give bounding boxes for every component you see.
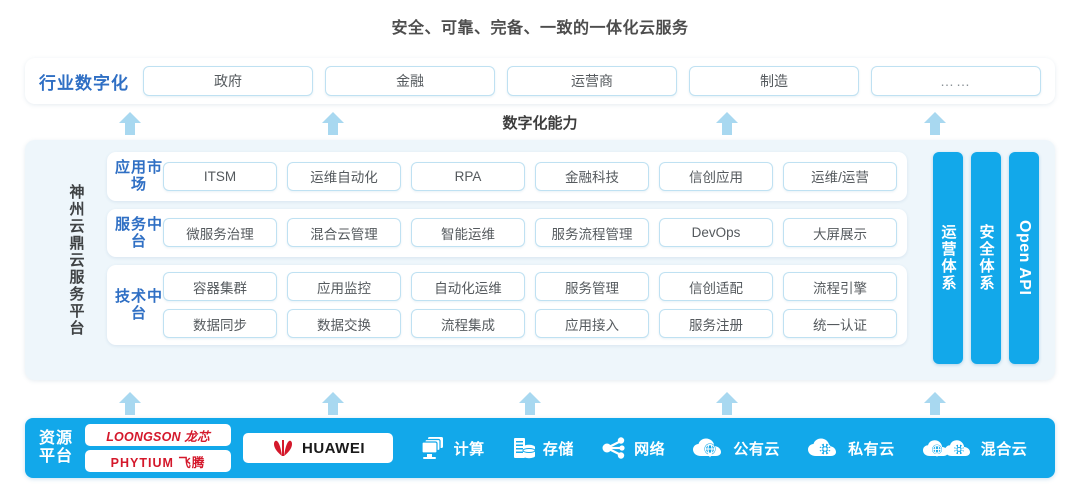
cell-service-process-management[interactable]: 服务流程管理 [535,218,649,248]
cell-itsm[interactable]: ITSM [163,161,277,191]
resource-item-compute[interactable]: 计算 [421,436,485,460]
resource-platform-label: 资源 平台 [39,430,73,467]
resource-item-private-cloud[interactable]: 私有云 [807,436,895,460]
cell-large-screen-display[interactable]: 大屏展示 [783,218,897,248]
resource-item-label: 混合云 [980,440,1028,458]
cell-application-monitoring[interactable]: 应用监控 [287,272,401,301]
cloud-service-platform-panel: 神州云鼎云服务平台 应用市场 ITSM 运维自动化 RPA 金融科技 信创应用 … [25,140,1055,380]
up-arrow-icon [714,110,740,136]
vertical-bar-security-system[interactable]: 安全体系 [971,152,1001,364]
cell-hybrid-cloud-management[interactable]: 混合云管理 [287,218,401,248]
industry-row-label: 行业数字化 [39,73,129,93]
industry-digitalization-row: 行业数字化 政府 金融 运营商 制造 …… [25,58,1055,104]
cell-service-registration[interactable]: 服务注册 [659,309,773,338]
resource-item-label: 私有云 [848,440,895,458]
cell-devops[interactable]: DevOps [659,218,773,248]
cpu-vendor-logos: LOONGSON 龙芯 PHYTIUM 飞腾 [85,424,232,472]
cell-data-exchange[interactable]: 数据交换 [287,309,401,338]
resource-item-label: 存储 [542,440,574,458]
resource-label-line2: 平台 [39,448,74,465]
industry-items: 政府 金融 运营商 制造 …… [143,66,1041,96]
grid-row: 微服务治理 混合云管理 智能运维 服务流程管理 DevOps 大屏展示 [163,218,897,248]
cell-xinchuang-app[interactable]: 信创应用 [659,161,773,191]
resource-item-hybrid-cloud[interactable]: 混合云 [922,436,1028,460]
section-grid-application-market: ITSM 运维自动化 RPA 金融科技 信创应用 运维/运营 [163,161,897,191]
cell-container-cluster[interactable]: 容器集群 [163,272,277,301]
cell-data-sync[interactable]: 数据同步 [163,309,277,338]
section-label-technology-platform: 技术中台 [115,287,164,322]
up-arrow-icon [922,390,948,416]
grid-row: ITSM 运维自动化 RPA 金融科技 信创应用 运维/运营 [163,161,897,191]
resource-item-label: 网络 [634,440,666,458]
cell-intelligent-ops[interactable]: 智能运维 [411,218,525,248]
platform-sections: 应用市场 ITSM 运维自动化 RPA 金融科技 信创应用 运维/运营 服务中台… [107,152,907,353]
page-title: 安全、可靠、完备、一致的一体化云服务 [391,20,689,37]
resource-label-line1: 资源 [39,429,74,447]
industry-item-manufacturing[interactable]: 制造 [689,66,859,96]
huawei-flower-icon [274,440,293,457]
cell-ops-operations[interactable]: 运维/运营 [783,161,897,191]
private-cloud-icon [808,438,837,456]
vertical-bar-open-api[interactable]: Open API [1009,152,1039,364]
resource-item-label: 公有云 [733,440,780,458]
cell-microservice-governance[interactable]: 微服务治理 [163,218,277,248]
huawei-wordmark: HUAWEI [302,439,366,457]
industry-item-finance[interactable]: 金融 [325,66,495,96]
cell-ops-automation[interactable]: 运维自动化 [287,161,401,191]
cell-process-engine[interactable]: 流程引擎 [783,272,897,301]
up-arrow-icon [517,390,543,416]
grid-row: 容器集群 应用监控 自动化运维 服务管理 信创适配 流程引擎 [163,272,897,301]
up-arrow-icon [117,390,143,416]
platform-vertical-label: 神州云鼎云服务平台 [67,183,85,337]
vertical-bars: 运营体系 安全体系 Open API [933,152,1039,364]
grid-row: 数据同步 数据交换 流程集成 应用接入 服务注册 统一认证 [163,309,897,338]
up-arrow-icon [320,390,346,416]
cell-service-management[interactable]: 服务管理 [535,272,649,301]
cell-rpa[interactable]: RPA [411,161,525,191]
section-label-service-platform: 服务中台 [115,215,164,250]
resource-platform-bar: 资源 平台 LOONGSON 龙芯 PHYTIUM 飞腾 HUAWEI 计算 [25,418,1055,478]
vertical-bar-operations-system[interactable]: 运营体系 [933,152,963,364]
capability-caption: 数字化能力 [502,115,578,132]
section-label-application-market: 应用市场 [115,159,164,194]
resource-items: 计算 存储 [407,436,1041,460]
section-grid-service-platform: 微服务治理 混合云管理 智能运维 服务流程管理 DevOps 大屏展示 [163,218,897,248]
up-arrow-icon [922,110,948,136]
storage-icon [513,438,536,459]
cell-application-access[interactable]: 应用接入 [535,309,649,338]
industry-item-government[interactable]: 政府 [143,66,313,96]
public-cloud-icon [693,438,722,458]
loongson-logo: LOONGSON 龙芯 [85,424,232,446]
cell-fintech[interactable]: 金融科技 [535,161,649,191]
resource-item-label: 计算 [453,440,485,458]
resource-item-public-cloud[interactable]: 公有云 [692,436,780,460]
up-arrow-icon [320,110,346,136]
cell-automated-ops[interactable]: 自动化运维 [411,272,525,301]
up-arrow-icon [117,110,143,136]
up-arrow-icon [714,390,740,416]
resource-item-storage[interactable]: 存储 [512,436,574,460]
compute-icon [421,437,443,459]
phytium-logo: PHYTIUM 飞腾 [85,450,232,472]
industry-item-telecom[interactable]: 运营商 [507,66,677,96]
section-technology-platform: 技术中台 容器集群 应用监控 自动化运维 服务管理 信创适配 流程引擎 数据同步… [107,265,907,345]
cell-xinchuang-adaptation[interactable]: 信创适配 [659,272,773,301]
industry-item-more[interactable]: …… [871,66,1041,96]
cell-unified-authentication[interactable]: 统一认证 [783,309,897,338]
cell-process-integration[interactable]: 流程集成 [411,309,525,338]
resource-item-network[interactable]: 网络 [601,436,665,460]
section-application-market: 应用市场 ITSM 运维自动化 RPA 金融科技 信创应用 运维/运营 [107,152,907,201]
network-icon [602,437,625,459]
huawei-logo: HUAWEI [243,433,394,463]
section-service-platform: 服务中台 微服务治理 混合云管理 智能运维 服务流程管理 DevOps 大屏展示 [107,208,907,257]
hybrid-cloud-icon [922,440,970,457]
section-grid-technology-platform: 容器集群 应用监控 自动化运维 服务管理 信创适配 流程引擎 数据同步 数据交换… [163,272,897,338]
